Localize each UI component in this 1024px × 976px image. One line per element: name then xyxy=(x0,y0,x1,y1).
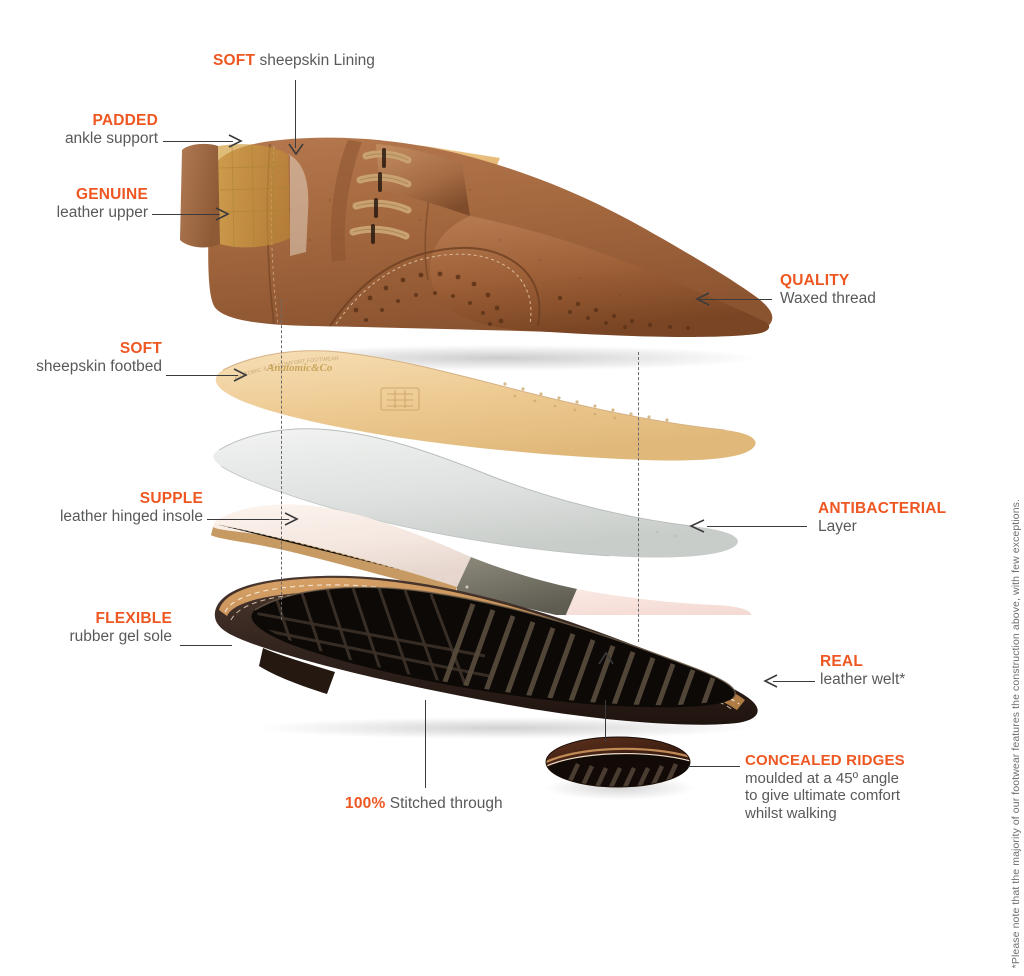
callout-flexible-keyword: FLEXIBLE xyxy=(95,610,172,627)
callout-padded-keyword: PADDED xyxy=(92,112,158,129)
callout-concealed-ridges: CONCEALED RIDGES moulded at a 45º angle … xyxy=(745,752,995,823)
footnote-text: *Please note that the majority of our fo… xyxy=(1010,498,1022,968)
callout-antibacterial-text: Layer xyxy=(818,518,857,536)
arrow-supple xyxy=(284,512,299,526)
arrow-quality xyxy=(695,292,710,306)
callout-ridges-line2: to give ultimate comfort xyxy=(745,787,901,805)
callout-genuine-keyword: GENUINE xyxy=(75,186,148,203)
arrow-antibacterial xyxy=(689,519,705,533)
callout-stitched: 100% Stitched through xyxy=(345,795,503,813)
arrow-real xyxy=(763,674,778,688)
callout-soft-lining: SOFT sheepskin Lining xyxy=(213,52,375,70)
callout-flexible: FLEXIBLE rubber gel sole xyxy=(0,610,172,647)
callout-padded: PADDED ankle support xyxy=(0,112,158,149)
callout-antibacterial: ANTIBACTERIAL Layer xyxy=(818,500,946,537)
callout-real-text: leather welt* xyxy=(820,671,906,689)
callout-soft-footbed: SOFT sheepskin footbed xyxy=(0,340,162,377)
leader-line-supple xyxy=(207,519,289,521)
callout-quality-keyword: QUALITY xyxy=(780,272,850,289)
callout-genuine: GENUINE leather upper xyxy=(0,186,148,223)
shoe-upper-illustration xyxy=(170,120,790,371)
leader-line-soft-lining xyxy=(295,80,297,148)
callout-padded-text: ankle support xyxy=(64,130,158,148)
rubber-gel-sole-illustration xyxy=(185,560,785,740)
arrow-soft-footbed xyxy=(233,368,248,382)
callout-real-keyword: REAL xyxy=(820,653,863,670)
callout-ridges-line1: moulded at a 45º angle xyxy=(745,769,899,787)
leader-line-padded xyxy=(163,141,233,143)
callout-quality-text: Waxed thread xyxy=(780,290,876,308)
callout-supple-keyword: SUPPLE xyxy=(139,490,203,507)
leader-line-real xyxy=(773,681,815,683)
alignment-guide-toe xyxy=(638,352,639,642)
callout-flexible-text: rubber gel sole xyxy=(69,628,172,646)
leader-line-genuine xyxy=(152,214,220,216)
callout-stitched-text: Stitched through xyxy=(385,795,503,812)
callout-ridges-keyword: CONCEALED RIDGES xyxy=(745,752,905,769)
callout-quality: QUALITY Waxed thread xyxy=(780,272,876,309)
callout-real: REAL leather welt* xyxy=(820,653,905,690)
callout-ridges-line3: whilst walking xyxy=(745,805,837,823)
callout-soft-footbed-text: sheepskin footbed xyxy=(36,358,162,376)
callout-supple: SUPPLE leather hinged insole xyxy=(0,490,203,527)
leader-line-stitched xyxy=(425,700,427,788)
callout-soft-lining-text: sheepskin Lining xyxy=(255,52,375,69)
callout-soft-lining-keyword: SOFT xyxy=(213,52,256,69)
leader-line-antibacterial xyxy=(707,526,807,528)
concealed-ridges-detail-illustration xyxy=(530,728,705,803)
leader-line-quality xyxy=(700,299,772,301)
arrow-ridge-detail xyxy=(598,651,614,665)
footbed-brand-label: Anatomic&Co xyxy=(267,362,333,374)
arrow-padded xyxy=(228,134,243,148)
callout-stitched-keyword: 100% xyxy=(345,795,386,812)
arrow-soft-lining xyxy=(288,143,304,156)
leader-line-ridge-detail xyxy=(605,700,607,742)
callout-supple-text: leather hinged insole xyxy=(59,508,203,526)
arrow-genuine xyxy=(215,207,230,221)
callout-genuine-text: leather upper xyxy=(56,204,148,222)
callout-soft-footbed-keyword: SOFT xyxy=(119,340,162,357)
sheepskin-footbed-illustration: ANATOMIC & CO COMFORT FOOTWEAR Anatomic&… xyxy=(205,340,765,470)
leader-line-ridges xyxy=(688,766,740,768)
callout-antibacterial-keyword: ANTIBACTERIAL xyxy=(818,500,947,517)
leader-line-flexible xyxy=(180,645,232,647)
leader-line-soft-footbed xyxy=(166,375,238,377)
alignment-guide-heel xyxy=(281,300,282,620)
